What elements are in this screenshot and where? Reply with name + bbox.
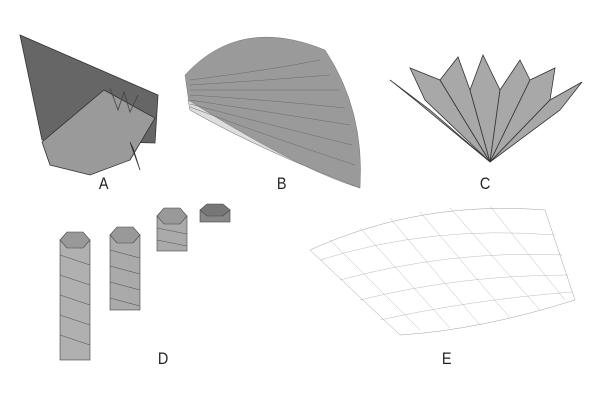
panel-e-lattice-model — [309, 205, 576, 336]
panel-label-a: A — [98, 174, 109, 193]
panel-label-e: E — [441, 349, 452, 368]
panel-label-c: C — [479, 174, 491, 193]
panel-a-folded-model — [19, 34, 159, 176]
panel-b-fan-model — [184, 36, 361, 189]
panel-label-b: B — [276, 174, 287, 193]
panel-d-tower-models — [59, 203, 231, 361]
panel-label-d: D — [157, 349, 169, 368]
panel-c-flower-model — [389, 53, 583, 163]
